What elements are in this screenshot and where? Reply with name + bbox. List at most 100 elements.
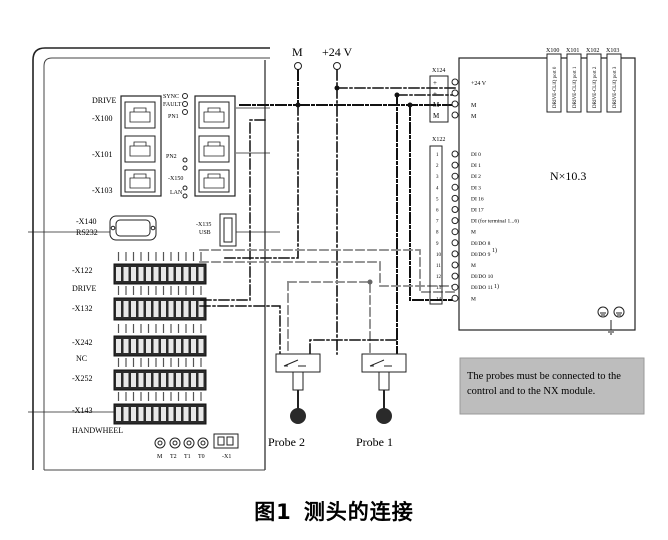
terminal-slot [153, 339, 159, 353]
x122-pin-number: 5 [436, 197, 439, 202]
x122-terminal [429, 145, 443, 305]
note-line-1: The probes must be connected to the [467, 371, 621, 382]
drive-cliq-port-label: DRIVE-CLiQ port 1 [573, 66, 578, 108]
x122-pin-label: DI 0 [471, 152, 481, 158]
drive-label: DRIVE [92, 96, 117, 105]
drive-cliq-port-header: X103 [606, 48, 619, 54]
x122-pin-circle [451, 206, 459, 213]
terminal-slot [198, 301, 204, 317]
figure-number: 图1 [254, 500, 292, 524]
terminal-slot [123, 301, 129, 317]
x124-pin-symbol: M [433, 101, 440, 109]
ground-symbols [597, 306, 625, 335]
terminal-slot [146, 267, 151, 281]
terminal-slot [176, 301, 181, 317]
note-box: The probes must be connected to the cont… [459, 357, 645, 415]
footnote-2: 1) [494, 283, 499, 290]
x124-pin-label: M [471, 114, 477, 120]
drive-io-label: DRIVE [72, 284, 97, 293]
terminal-slot [176, 373, 181, 387]
x242-label: -X242 [72, 338, 92, 347]
terminal-slot [131, 339, 136, 353]
lan-label: LAN [170, 190, 183, 196]
terminal-slot [168, 373, 174, 387]
terminal-slot [153, 373, 159, 387]
terminal-slot [153, 407, 159, 421]
terminal-slot [138, 373, 144, 387]
drive-cliq-port-label: DRIVE-CLiQ port 3 [613, 66, 618, 108]
x122-pin-label: DI (for terminal 1...6) [471, 218, 519, 225]
x122-pin-number: 13 [436, 286, 442, 291]
terminal-slot [183, 301, 189, 317]
drive-cliq-port [546, 53, 562, 113]
x122-pin-circle [451, 250, 459, 258]
x122-pin-number: 10 [436, 253, 442, 258]
probe-1: Probe 1 [356, 353, 407, 449]
drive-cliq-port [606, 53, 622, 113]
x122-pin-label: M [471, 230, 476, 236]
figure-caption: 图1 测头的连接 [0, 496, 668, 526]
x124-pin-circle [451, 100, 459, 108]
terminal-slot [116, 373, 121, 387]
sync-led-label: SYNC [163, 94, 179, 100]
terminal-slot [183, 339, 189, 353]
x122-pin-label: DI/DO 8 [471, 241, 491, 247]
x122-pin-circle [451, 161, 459, 169]
x122-pin-circle [451, 217, 459, 225]
jack-label-t0: T0 [198, 454, 205, 460]
terminal-slot [183, 407, 189, 421]
terminal-block [113, 297, 207, 321]
x122-pin-circle [451, 183, 459, 191]
ethernet-ports-right [194, 95, 236, 197]
ethernet-ports-left [120, 95, 162, 197]
terminal-slot [161, 373, 166, 387]
x122-pin-number: 3 [436, 175, 439, 180]
note-line-2: control and to the NX module. [467, 386, 595, 397]
pn2-label: PN2 [166, 154, 177, 160]
terminal-slot [131, 267, 136, 281]
drive-cliq-port-label: DRIVE-CLiQ port 2 [593, 66, 598, 108]
x101-label: -X101 [92, 150, 112, 159]
drive-cliq-port-header: X102 [586, 48, 599, 54]
terminal-slot [198, 373, 204, 387]
drive-cliq-port [586, 53, 602, 113]
terminal-slot [153, 301, 159, 317]
footnote-1: 1) [492, 247, 497, 254]
terminal-slot [146, 373, 151, 387]
figure-title: 测头的连接 [303, 500, 414, 524]
terminal-slot [123, 407, 129, 421]
drive-cliq-port-header: X100 [546, 48, 559, 54]
x122-pin-label: DI 1 [471, 163, 481, 169]
terminal-slot [168, 407, 174, 421]
terminal-slot [116, 407, 121, 421]
terminal-slot [183, 373, 189, 387]
sync-led [182, 93, 188, 99]
handwheel-label: HANDWHEEL [72, 426, 123, 435]
terminal-slot [131, 407, 136, 421]
x122-pin-number: 1 [436, 153, 439, 158]
terminal-slot [138, 407, 144, 421]
24v-supply-label: +24 V [322, 45, 353, 59]
drive-cliq-port-label: DRIVE-CLiQ port 0 [553, 66, 558, 108]
x122-pin-label: DI/DO 11 [471, 285, 493, 291]
terminal-slot [198, 339, 204, 353]
terminal-slot [198, 407, 204, 421]
nx-title: N×10.3 [550, 169, 586, 183]
x122-pin-circle [451, 272, 459, 280]
x124-pin-symbol: + [433, 90, 437, 98]
x143-label: -X143 [72, 406, 92, 415]
x122-pin-label: DI 17 [471, 208, 484, 214]
x122-pin-number: 14 [436, 297, 442, 302]
supply-terminals: M +24 V [292, 45, 353, 70]
x122-pin-label: M [471, 263, 476, 269]
usb-port [219, 213, 237, 247]
x122-pin-number: 9 [436, 242, 439, 247]
terminal-slot [146, 301, 151, 317]
x140-label: -X140 [76, 217, 96, 226]
terminal-slot [191, 301, 196, 317]
terminal-slot [116, 301, 121, 317]
rs232-connector [109, 215, 157, 241]
x103-label: -X103 [92, 186, 112, 195]
